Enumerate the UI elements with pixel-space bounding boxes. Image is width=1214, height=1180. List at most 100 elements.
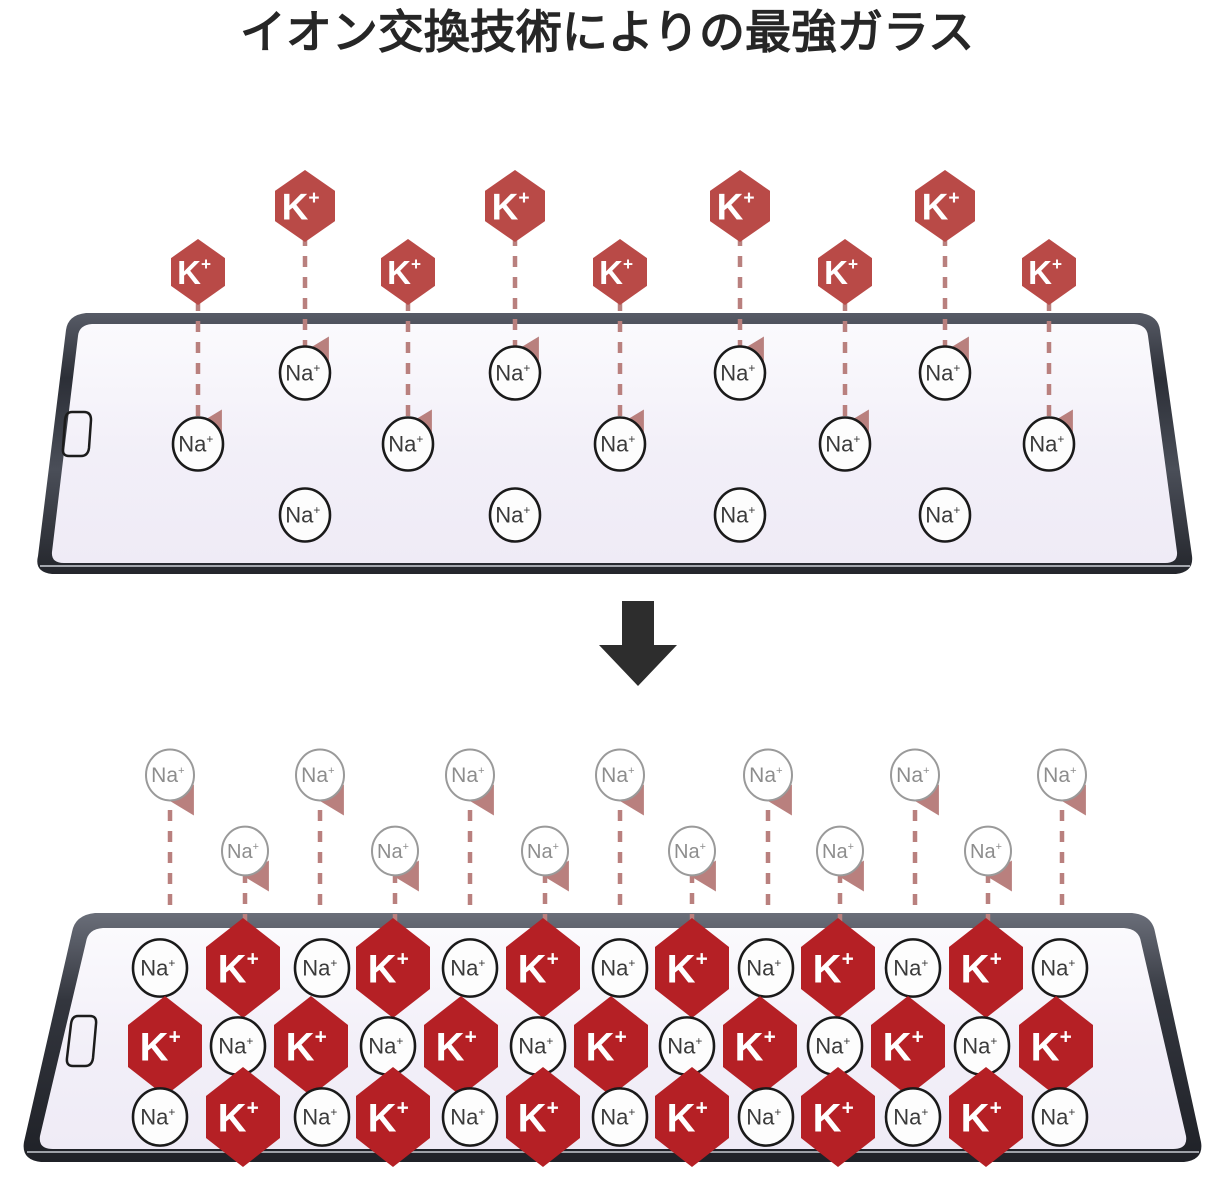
hexagon-icon	[710, 170, 770, 242]
circle-icon	[295, 748, 345, 802]
circle-icon	[1031, 1087, 1089, 1147]
circle-icon	[918, 345, 972, 401]
sodium-ion: Na+	[295, 748, 345, 802]
potassium-ion: K+	[171, 239, 225, 305]
sodium-ion: Na+	[509, 1016, 567, 1076]
potassium-ion: K+	[274, 996, 348, 1096]
sodium-ion-label: Na+	[1043, 764, 1077, 787]
sodium-ion: Na+	[953, 1016, 1011, 1076]
circle-icon	[145, 748, 195, 802]
hexagon-icon	[128, 996, 202, 1096]
sodium-ion: Na+	[737, 938, 795, 998]
potassium-ion: K+	[801, 1067, 875, 1167]
sodium-ion-label: Na+	[896, 764, 930, 787]
circle-icon	[668, 825, 716, 877]
potassium-ion-label: K+	[667, 947, 708, 991]
circle-icon	[964, 825, 1012, 877]
potassium-ion-label: K+	[717, 186, 755, 227]
sodium-ion-label: Na+	[527, 841, 559, 863]
hexagon-icon	[655, 918, 729, 1018]
circle-icon	[890, 748, 940, 802]
potassium-ion: K+	[593, 239, 647, 305]
circle-icon	[441, 938, 499, 998]
potassium-ion-label: K+	[218, 947, 259, 991]
hexagon-icon	[356, 918, 430, 1018]
hexagon-icon	[381, 239, 435, 305]
potassium-ion-label: K+	[599, 254, 633, 291]
sodium-ion-label: Na+	[600, 955, 635, 980]
circle-icon	[591, 1087, 649, 1147]
hexagon-icon	[871, 996, 945, 1096]
ion-lattice-after: Na+K+Na+K+Na+K+Na+K+Na+K+Na+K+Na+K+Na+K+…	[128, 918, 1093, 1167]
potassium-ion: K+	[128, 996, 202, 1096]
circle-icon	[884, 1087, 942, 1147]
potassium-ion-label: K+	[1028, 254, 1062, 291]
potassium-ion: K+	[1022, 239, 1076, 305]
circle-icon	[131, 938, 189, 998]
sodium-ion-label: Na+	[749, 764, 783, 787]
sodium-ion: Na+	[918, 487, 972, 543]
sodium-ions-escaped: Na+Na+Na+Na+Na+Na+Na+Na+Na+Na+Na+Na+Na+	[145, 748, 1087, 877]
sodium-ion: Na+	[381, 416, 435, 472]
potassium-ion-label: K+	[218, 1096, 259, 1140]
hexagon-icon	[1019, 996, 1093, 1096]
circle-icon	[293, 938, 351, 998]
sodium-ion: Na+	[890, 748, 940, 802]
hexagon-icon	[818, 239, 872, 305]
potassium-ions-incoming: K+K+K+K+K+K+K+K+K+	[171, 170, 1076, 305]
hexagon-icon	[485, 170, 545, 242]
hexagon-icon	[506, 1067, 580, 1167]
sodium-ion-label: Na+	[301, 764, 335, 787]
sodium-ion: Na+	[521, 825, 569, 877]
sodium-ion: Na+	[221, 825, 269, 877]
hexagon-icon	[801, 1067, 875, 1167]
sodium-ion: Na+	[737, 1087, 795, 1147]
potassium-ion: K+	[915, 170, 975, 242]
potassium-ion: K+	[871, 996, 945, 1096]
hexagon-icon	[206, 1067, 280, 1167]
hexagon-icon	[506, 918, 580, 1018]
sodium-ion: Na+	[884, 938, 942, 998]
potassium-ion: K+	[424, 996, 498, 1096]
sodium-ion: Na+	[591, 938, 649, 998]
circle-icon	[591, 938, 649, 998]
circle-icon	[816, 825, 864, 877]
sodium-ion: Na+	[658, 1016, 716, 1076]
potassium-ion-label: K+	[667, 1096, 708, 1140]
earpiece-slot-after	[65, 1014, 98, 1068]
circle-icon	[595, 748, 645, 802]
circle-icon	[488, 345, 542, 401]
earpiece-slot-before	[61, 410, 93, 458]
circle-icon	[918, 487, 972, 543]
circle-icon	[488, 487, 542, 543]
circle-icon	[521, 825, 569, 877]
potassium-ion: K+	[506, 1067, 580, 1167]
potassium-ion: K+	[506, 918, 580, 1018]
hexagon-icon	[1022, 239, 1076, 305]
sodium-ion: Na+	[209, 1016, 267, 1076]
sodium-ion: Na+	[145, 748, 195, 802]
sodium-ion: Na+	[918, 345, 972, 401]
sodium-ion: Na+	[131, 1087, 189, 1147]
hexagon-icon	[915, 170, 975, 242]
transition-arrow-icon	[599, 601, 677, 686]
hexagon-icon	[949, 1067, 1023, 1167]
hexagon-icon	[593, 239, 647, 305]
sodium-ion-label: Na+	[377, 841, 409, 863]
circle-icon	[818, 416, 872, 472]
hexagon-icon	[356, 1067, 430, 1167]
potassium-ion: K+	[710, 170, 770, 242]
hexagon-icon	[275, 170, 335, 242]
circle-icon	[1031, 938, 1089, 998]
sodium-ion: Na+	[441, 938, 499, 998]
hexagon-icon	[801, 918, 875, 1018]
sodium-ion: Na+	[131, 938, 189, 998]
hexagon-icon	[206, 918, 280, 1018]
sodium-ion: Na+	[1031, 938, 1089, 998]
sodium-ion: Na+	[441, 1087, 499, 1147]
sodium-ion: Na+	[1037, 748, 1087, 802]
sodium-ion-label: Na+	[674, 841, 706, 863]
sodium-ion: Na+	[1022, 416, 1076, 472]
potassium-ion: K+	[655, 1067, 729, 1167]
